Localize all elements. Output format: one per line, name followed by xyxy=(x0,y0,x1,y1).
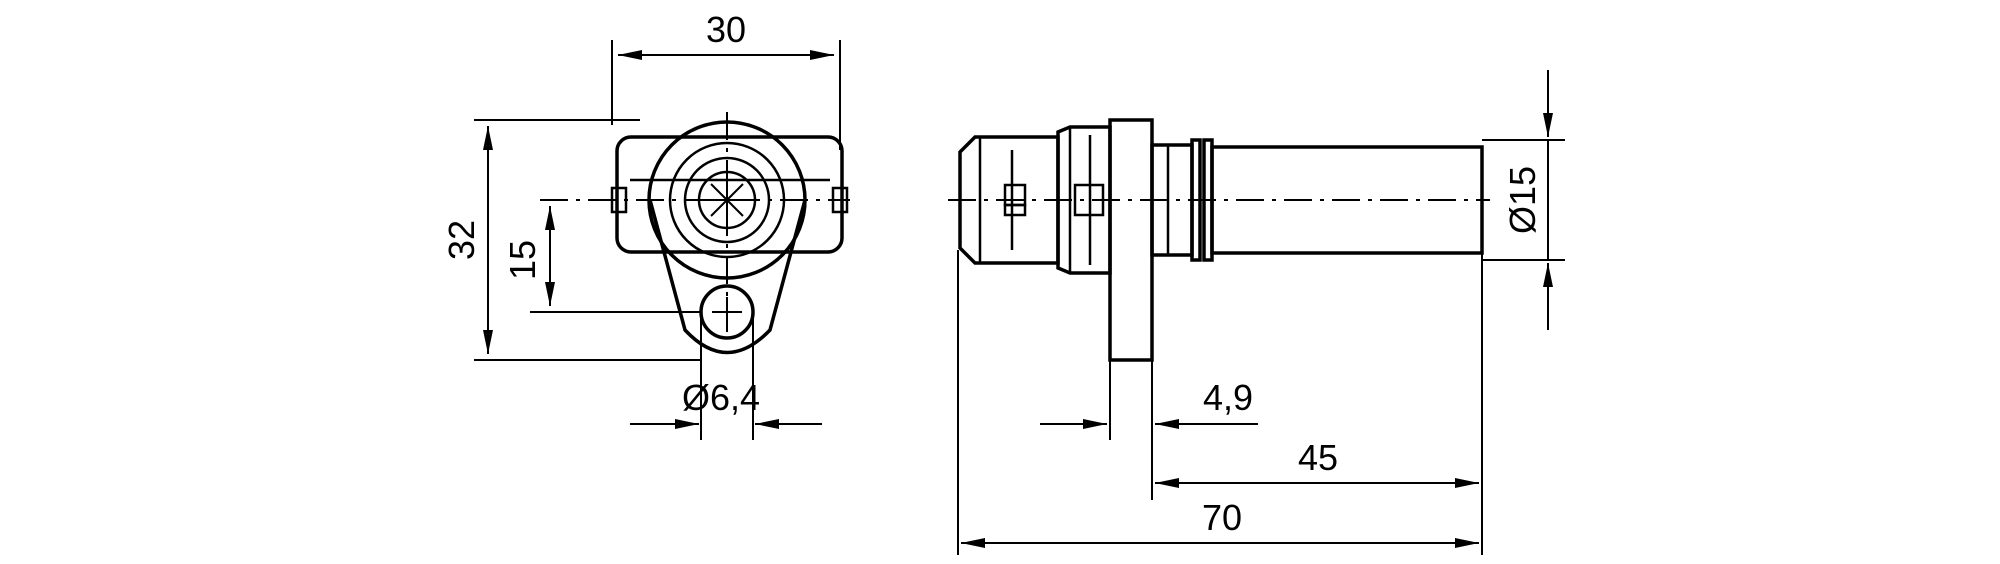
side-view: Ø15 4,9 45 70 xyxy=(948,70,1565,555)
width-dimension-label: 30 xyxy=(706,9,746,50)
mounting-flange xyxy=(1108,118,1154,362)
height-dimension-label: 32 xyxy=(441,220,482,260)
probe-length-dimension-label: 45 xyxy=(1298,437,1338,478)
hole-diameter-dimension-label: Ø6,4 xyxy=(682,377,760,418)
hole-offset-dimension-label: 15 xyxy=(502,240,543,280)
mounting-lobe xyxy=(648,199,807,355)
front-view: 30 32 15 Ø6,4 xyxy=(441,9,850,440)
overall-length-dimension-label: 70 xyxy=(1202,497,1242,538)
probe-diameter-dimension-label: Ø15 xyxy=(1502,166,1543,234)
front-housing-outline xyxy=(615,135,844,254)
flange-thickness-dimension-label: 4,9 xyxy=(1203,377,1253,418)
